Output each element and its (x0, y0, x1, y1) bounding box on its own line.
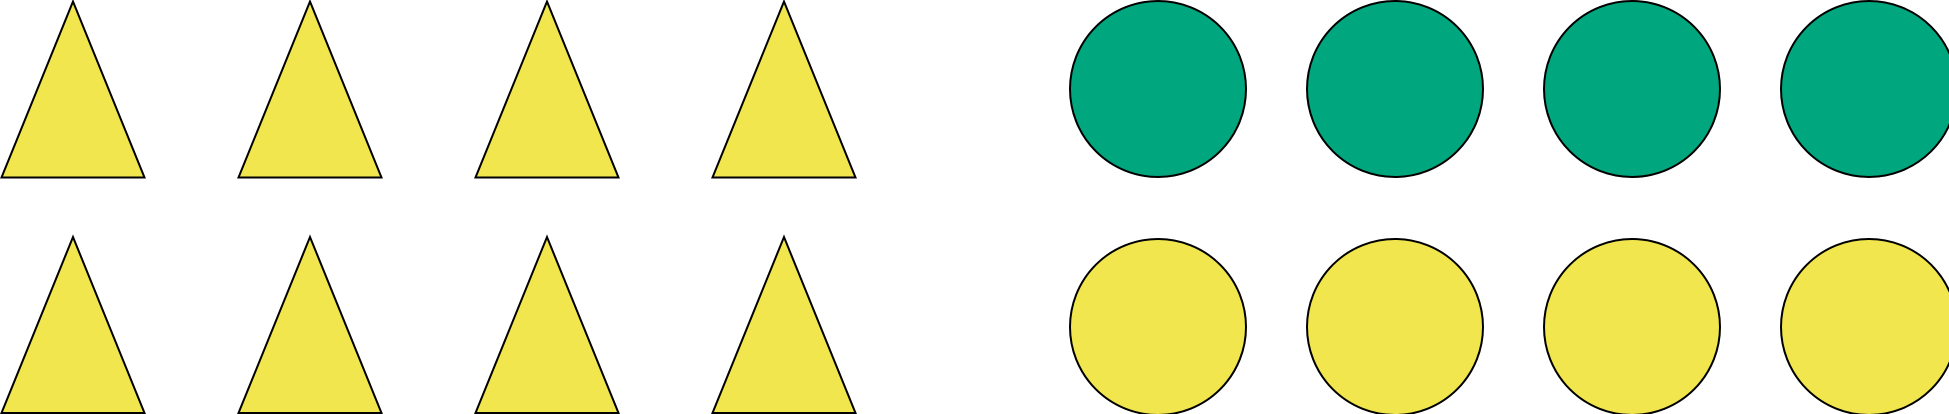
circle-green-r1-3 (1543, 0, 1721, 178)
circle-yellow-r2-1 (1069, 238, 1247, 414)
triangle-yellow-r1-1 (0, 0, 146, 179)
triangle-yellow-r2-2 (237, 234, 383, 414)
triangle-yellow-r2-1 (0, 234, 146, 414)
circle-yellow-r2-3 (1543, 238, 1721, 414)
circle-green-r1-2 (1306, 0, 1484, 178)
triangle-yellow-r2-3 (474, 234, 620, 414)
triangle-yellow-r1-3 (474, 0, 620, 179)
triangle-yellow-r1-4 (711, 0, 857, 179)
circle-green-r1-1 (1069, 0, 1247, 178)
circle-yellow-r2-4 (1780, 238, 1949, 414)
circle-green-r1-4 (1780, 0, 1949, 178)
circle-yellow-r2-2 (1306, 238, 1484, 414)
triangle-yellow-r1-2 (237, 0, 383, 179)
triangle-yellow-r2-4 (711, 234, 857, 414)
